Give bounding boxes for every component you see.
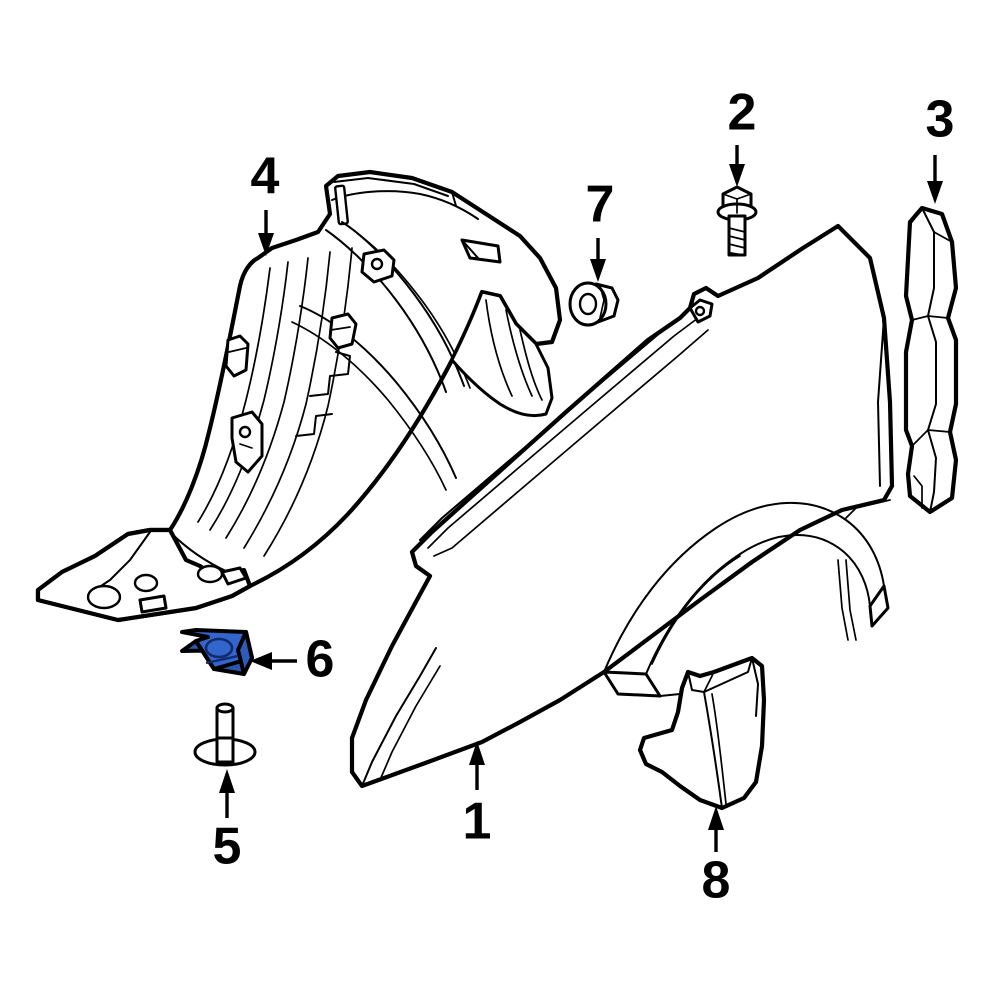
leader-4 (258, 210, 274, 256)
leader-3 (927, 155, 943, 204)
leader-8 (708, 806, 724, 852)
part-flange-nut-grommet[interactable] (568, 281, 620, 327)
callout-label-8: 8 (702, 852, 731, 910)
callout-label-5: 5 (213, 818, 242, 876)
part-push-pin-rivet[interactable] (193, 702, 257, 767)
part-front-splash-guard[interactable] (637, 655, 767, 811)
callout-label-3: 3 (926, 91, 955, 149)
callout-label-2: 2 (728, 84, 757, 142)
leader-1 (469, 741, 485, 790)
leader-7 (590, 238, 606, 282)
part-fender-seal-strip[interactable] (903, 205, 959, 515)
part-fender-liner-clip-nut[interactable] (180, 628, 254, 676)
callout-label-7: 7 (586, 176, 615, 234)
leader-2 (729, 145, 745, 187)
callout-leaders: 1 2 3 4 5 6 7 8 (213, 84, 955, 910)
callout-label-4: 4 (251, 148, 280, 206)
callout-label-6: 6 (306, 631, 335, 689)
part-hex-flange-bolt[interactable] (716, 185, 758, 257)
part-fender-wheelhouse-liner[interactable] (35, 169, 563, 623)
callout-label-1: 1 (463, 793, 492, 851)
part-front-fender-panel[interactable] (349, 223, 895, 789)
leader-5 (219, 769, 235, 818)
leader-6 (250, 652, 297, 670)
